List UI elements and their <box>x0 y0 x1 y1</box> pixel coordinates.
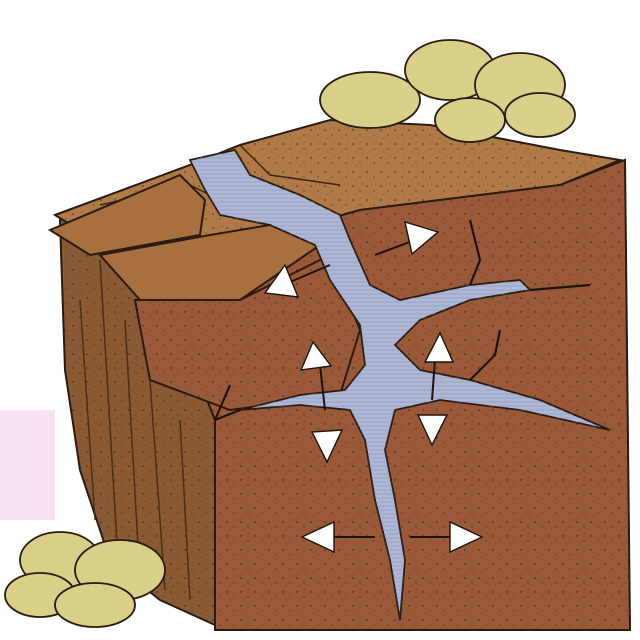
background-smudge <box>0 410 55 520</box>
arrow-upper-right <box>374 220 440 256</box>
rock-left-side <box>58 208 216 627</box>
ice-wedge <box>188 148 611 621</box>
arrow-mid-left <box>299 340 344 464</box>
boulders-top <box>319 39 576 143</box>
arrow-mid-right <box>416 331 455 447</box>
arrow-bottom <box>300 520 484 554</box>
arrow-upper-left <box>263 263 331 298</box>
expansion-arrows <box>263 220 484 554</box>
rock-cracks <box>213 219 591 422</box>
rock-broken-blocks <box>47 173 362 412</box>
boulders-bottom <box>4 531 166 628</box>
